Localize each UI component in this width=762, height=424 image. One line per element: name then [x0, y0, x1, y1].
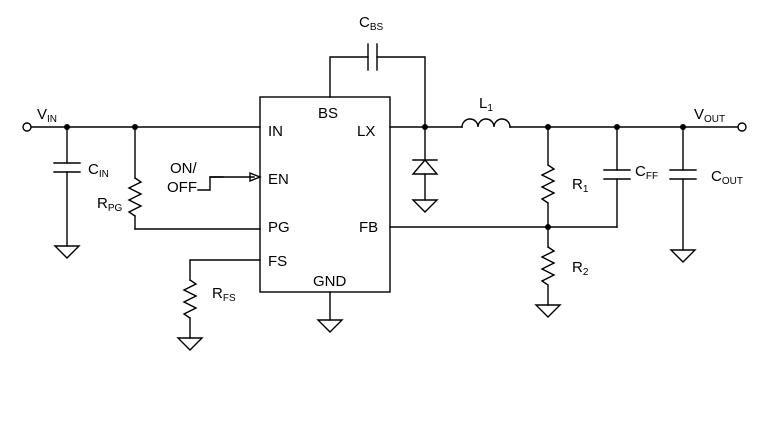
- vout-label: VOUT: [694, 106, 725, 125]
- ic-body: [259, 96, 391, 293]
- ic-pin-bs: BS: [318, 105, 338, 122]
- onoff-label-line1: ON/: [170, 160, 198, 177]
- ic-pin-pg: PG: [268, 219, 290, 236]
- l1-inductor: [461, 118, 511, 128]
- cbs-label: CBS: [359, 14, 384, 33]
- rfs-resistor: [176, 259, 261, 351]
- ground-symbol: [669, 249, 697, 263]
- r1-resistor: [540, 126, 556, 230]
- diode: [411, 158, 439, 175]
- vin-label: VIN: [37, 106, 57, 125]
- ground-symbol: [411, 199, 439, 213]
- vout-terminal: [737, 122, 747, 132]
- ic-pin-fs: FS: [268, 253, 287, 270]
- ground-symbol: [176, 337, 204, 351]
- ic-pin-lx: LX: [357, 123, 375, 140]
- cff-capacitor: [603, 126, 631, 228]
- rpg-label: RPG: [97, 195, 123, 214]
- l1-label: L1: [479, 95, 493, 114]
- en-input: [197, 171, 262, 191]
- ground-symbol: [316, 319, 344, 333]
- cout-label: COUT: [711, 168, 743, 187]
- ic-pin-fb: FB: [359, 219, 378, 236]
- cbs-capacitor: [329, 43, 426, 128]
- vin-rail: [22, 122, 261, 132]
- ic-pin-in: IN: [268, 123, 283, 140]
- vin-terminal: [22, 122, 32, 132]
- ic-pin-gnd: GND: [313, 273, 347, 290]
- rfs-label: RFS: [212, 285, 236, 304]
- ground-symbol: [534, 304, 562, 318]
- cout-capacitor: [669, 126, 697, 263]
- cin-label: CIN: [88, 161, 109, 180]
- ground-symbol: [53, 245, 81, 259]
- ic-ground: [316, 291, 344, 333]
- r2-resistor: [534, 226, 562, 318]
- rpg-resistor: [127, 126, 261, 230]
- r1-label: R1: [572, 176, 589, 195]
- lx-node: [389, 124, 463, 213]
- onoff-label-line2: OFF: [167, 179, 197, 196]
- r2-label: R2: [572, 259, 589, 278]
- cin-capacitor: [53, 126, 81, 259]
- cff-label: CFF: [635, 163, 658, 182]
- ic-pin-en: EN: [268, 171, 289, 188]
